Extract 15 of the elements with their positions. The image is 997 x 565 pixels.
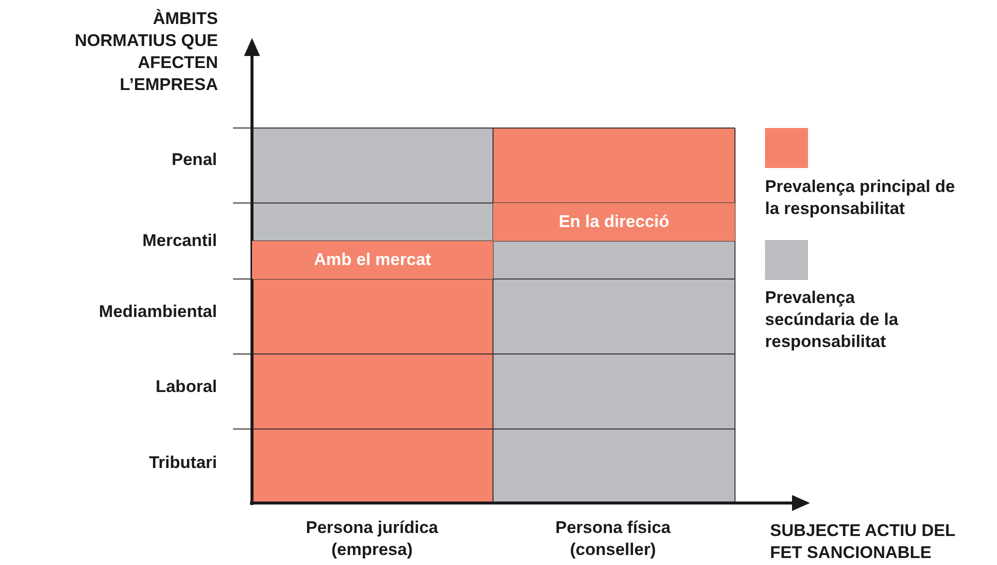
row-label: Laboral: [154, 376, 217, 398]
legend-label: Prevalença principal de la responsabilitat: [765, 176, 956, 220]
row-label: Mediambiental: [98, 301, 217, 323]
cell-label: En la direcció: [558, 212, 670, 232]
column-label: Persona jurídica (empresa): [304, 517, 440, 561]
row-label: Tributari: [148, 452, 217, 474]
axis-title: SUBJECTE ACTIU DEL FET SANCIONABLE: [770, 520, 956, 564]
row-label: Mercantil: [141, 230, 217, 252]
legend-label: Prevalença secúndaria de la responsabilitat: [765, 287, 900, 353]
axis-title: ÀMBITS NORMATIUS QUE AFECTEN L’EMPRESA: [74, 8, 218, 96]
cell-label: Amb el mercat: [314, 250, 432, 270]
row-label: Penal: [170, 149, 217, 171]
matrix-cell: [252, 241, 493, 279]
column-label: Persona física (conseller): [554, 517, 672, 561]
matrix-cell: [493, 203, 735, 241]
